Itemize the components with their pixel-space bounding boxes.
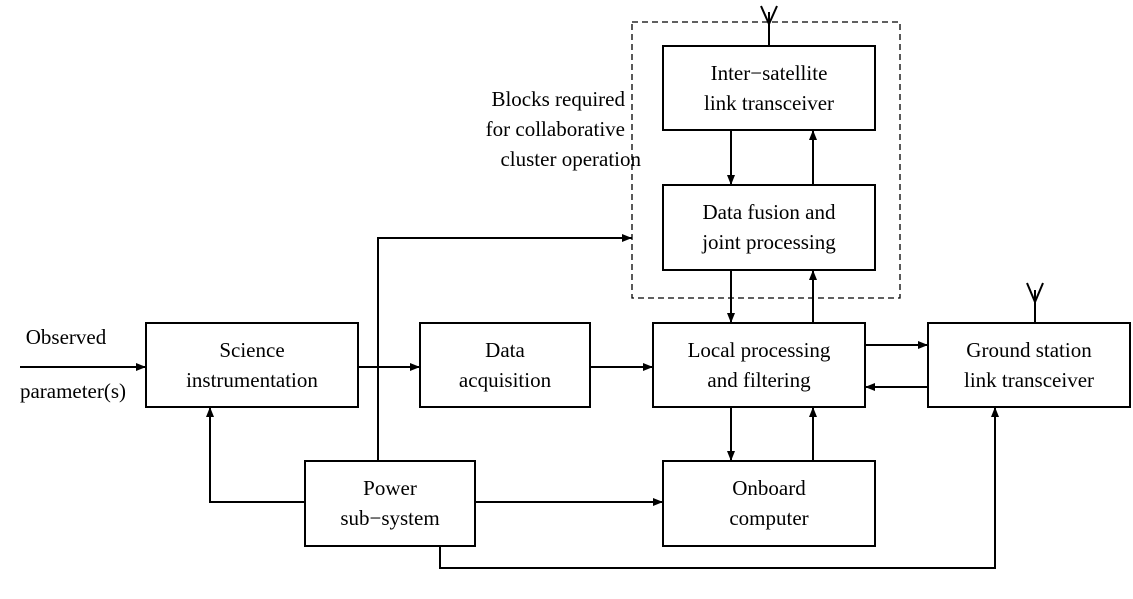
local-processing-label-line-2: and filtering [707, 368, 811, 392]
onboard-computer-block: Onboard computer [662, 460, 876, 547]
inter-satellite-label-line-1: Inter−satellite [711, 61, 828, 85]
power-label-line-1: Power [363, 476, 417, 500]
collaborative-region-label: Blocks required for collaborative cluster … [486, 87, 642, 171]
onboard-label-line-2: computer [729, 506, 808, 530]
ground-station-label-line-1: Ground station [966, 338, 1092, 362]
input-label: Observed parameter(s) [20, 325, 126, 403]
power-to-science-arrow [206, 407, 305, 503]
inter-satellite-antenna-icon [760, 5, 778, 46]
data-acquisition-label-line-1: Data [485, 338, 525, 362]
data-fusion-label-line-1: Data fusion and [703, 200, 836, 224]
power-to-ground-arrow [439, 407, 999, 569]
local-processing-block: Local processing and filtering [652, 322, 866, 408]
ground-station-label-line-2: link transceiver [964, 368, 1094, 392]
power-subsystem-block: Power sub−system [304, 460, 476, 547]
inter-satellite-label-line-2: link transceiver [704, 91, 834, 115]
data-acquisition-label-line-2: acquisition [459, 368, 552, 392]
power-to-fusion-arrow [377, 234, 632, 461]
observed-label: Observed [26, 325, 107, 349]
collaborative-label-line-1: Blocks required [491, 87, 625, 111]
local-processing-label-line-1: Local processing [688, 338, 831, 362]
data-fusion-label-line-2: joint processing [701, 230, 836, 254]
collaborative-label-line-3: cluster operation [500, 147, 641, 171]
collaborative-region-boundary [631, 21, 901, 299]
science-instrumentation-block: Science instrumentation [145, 322, 359, 408]
parameters-label: parameter(s) [20, 379, 126, 403]
data-fusion-block: Data fusion and joint processing [662, 184, 876, 271]
ground-station-link-transceiver-block: Ground station link transceiver [927, 322, 1131, 408]
science-label-line-1: Science [219, 338, 284, 362]
ground-station-antenna-icon [1026, 282, 1044, 323]
onboard-label-line-1: Onboard [732, 476, 806, 500]
data-acquisition-block: Data acquisition [419, 322, 591, 408]
collaborative-label-line-2: for collaborative [486, 117, 625, 141]
power-label-line-2: sub−system [340, 506, 439, 530]
inter-satellite-link-transceiver-block: Inter−satellite link transceiver [662, 45, 876, 131]
science-label-line-2: instrumentation [186, 368, 318, 392]
